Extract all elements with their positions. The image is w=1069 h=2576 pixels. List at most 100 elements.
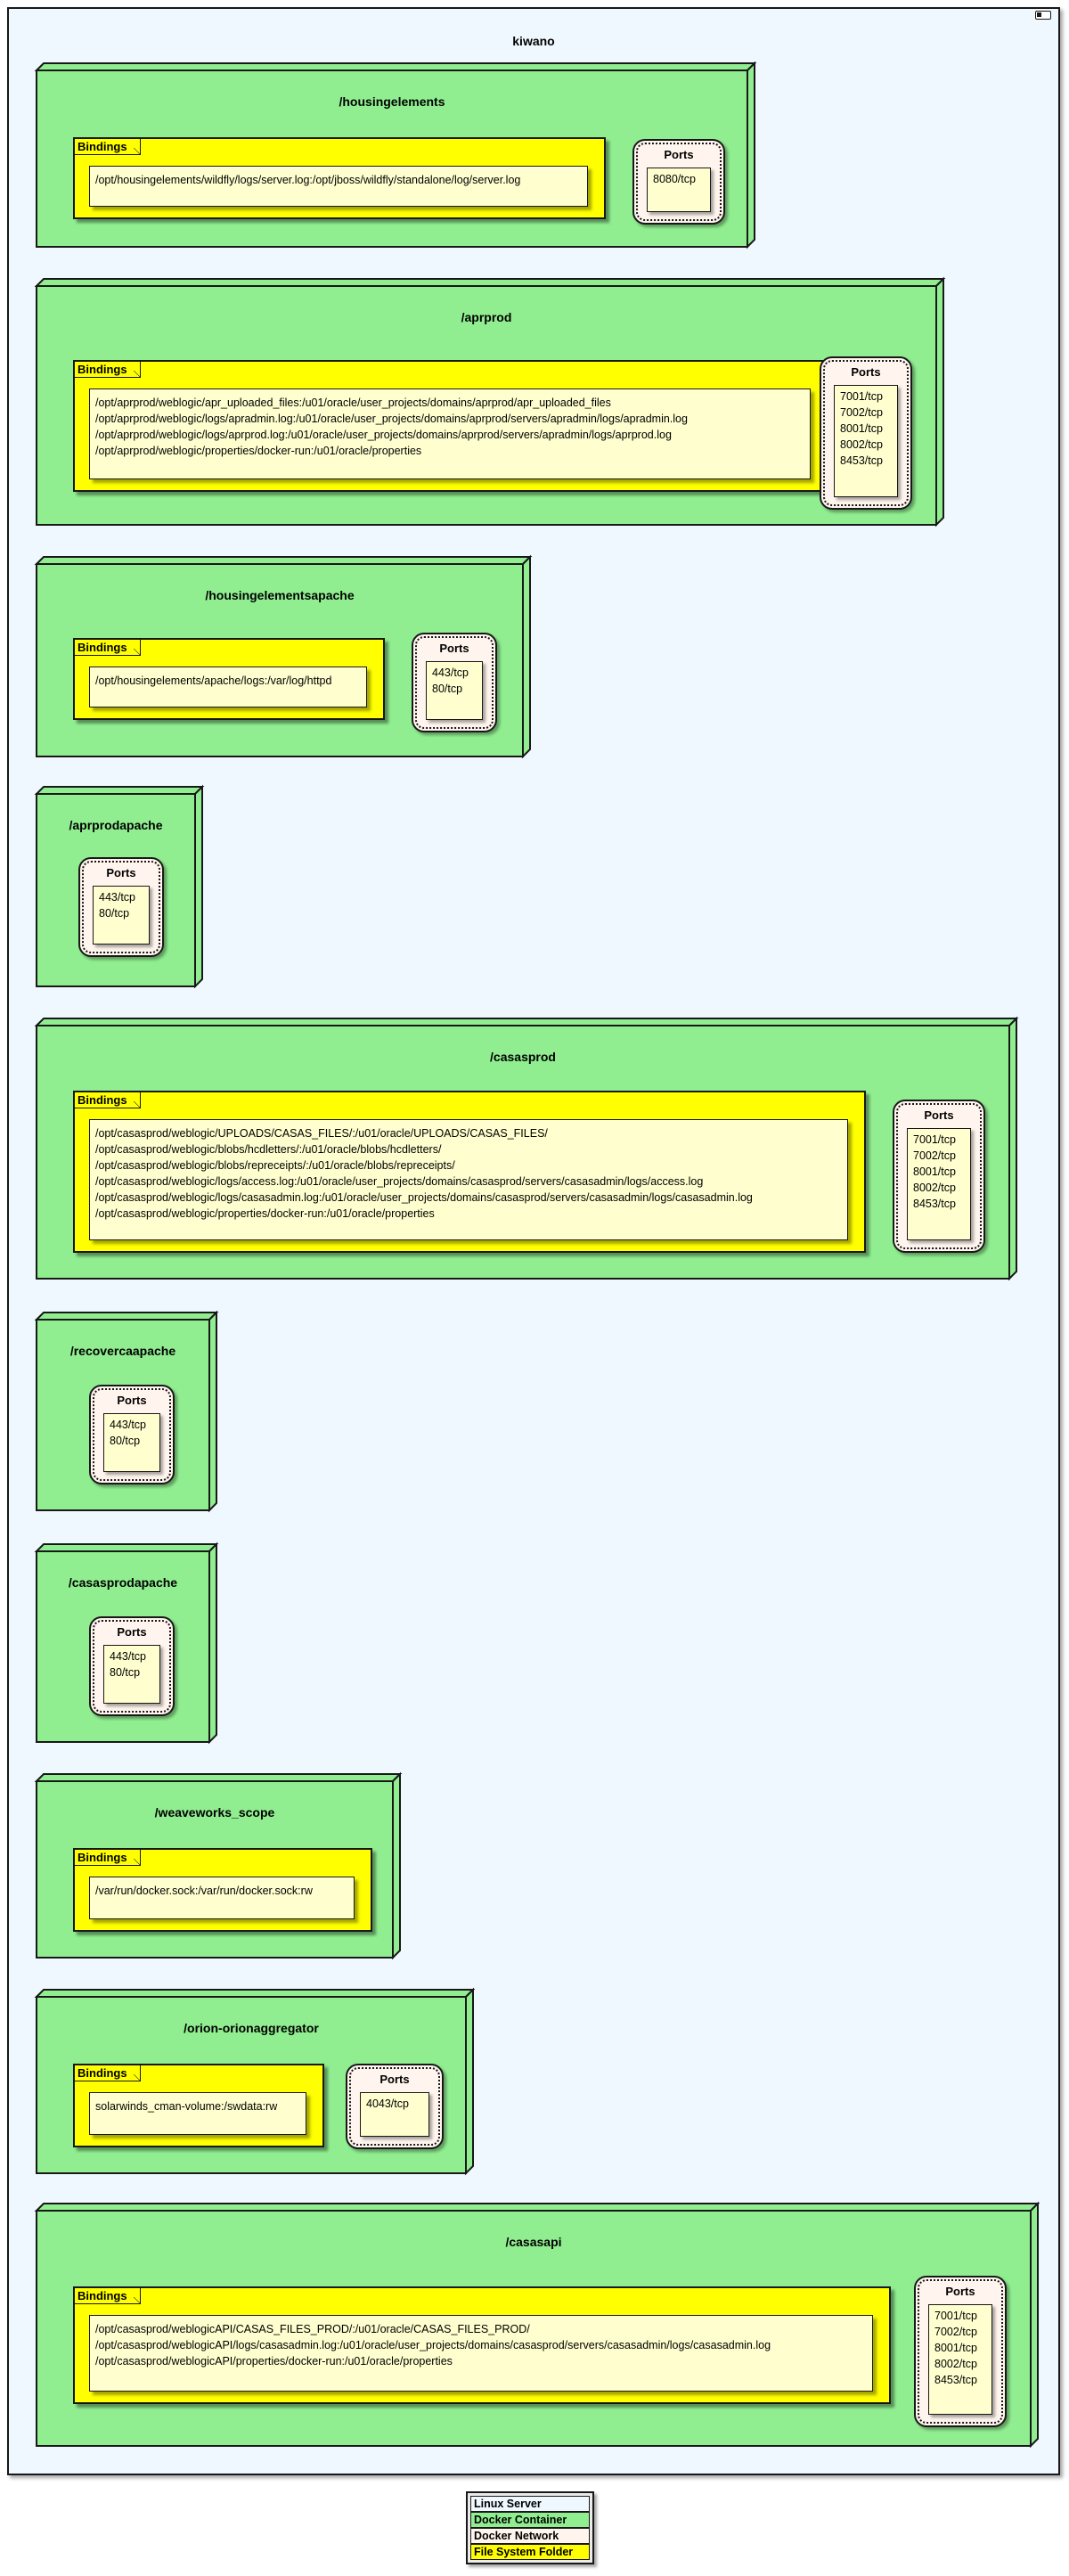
ports-label: Ports — [851, 365, 881, 379]
container-title: /aprprodapache — [69, 818, 163, 832]
ports-label: Ports — [117, 1625, 147, 1639]
container-3d-edges — [34, 1771, 403, 1960]
port-entry: 443/tcp — [110, 1419, 147, 1431]
ports-list: 4043/tcp — [360, 2092, 429, 2137]
ports-label: Ports — [379, 2073, 410, 2086]
bindings-folder: Bindings/opt/housingelements/apache/logs… — [73, 638, 385, 720]
binding-path: /opt/aprprod/weblogic/properties/docker-… — [95, 445, 422, 457]
bindings-folder: Bindings/opt/housingelements/wildfly/log… — [73, 137, 606, 219]
container-3d-edges — [34, 1016, 1019, 1281]
ports-label: Ports — [664, 148, 694, 161]
port-entry: 8453/tcp — [840, 454, 883, 467]
binding-path: solarwinds_cman-volume:/swdata:rw — [95, 2100, 278, 2113]
container-title: /housingelementsapache — [205, 588, 355, 602]
container-title: /casasprod — [490, 1050, 556, 1064]
bindings-folder: Bindings/opt/aprprod/weblogic/apr_upload… — [73, 360, 828, 492]
binding-path: /opt/aprprod/weblogic/apr_uploaded_files… — [95, 397, 611, 409]
binding-path: /var/run/docker.sock:/var/run/docker.soc… — [95, 1885, 313, 1897]
bindings-list: /opt/housingelements/apache/logs:/var/lo… — [89, 666, 367, 707]
port-entry: 7002/tcp — [934, 2326, 977, 2338]
port-entry: 7001/tcp — [913, 1133, 956, 1146]
container-title: /recovercaapache — [69, 1344, 176, 1358]
container-title: /weaveworks_scope — [154, 1805, 275, 1820]
ports-network: Ports 443/tcp 80/tcp — [89, 1616, 175, 1716]
ports-label: Ports — [924, 1108, 954, 1122]
binding-path: /opt/casasprod/weblogicAPI/properties/do… — [95, 2355, 453, 2367]
container-3d-edges — [34, 1987, 476, 2176]
port-entry: 80/tcp — [110, 1666, 141, 1679]
port-entry: 8002/tcp — [840, 438, 883, 451]
ports-network: Ports 8080/tcp — [632, 139, 725, 225]
container-title: /housingelements — [339, 94, 445, 109]
ports-label: Ports — [439, 642, 469, 655]
ports-list: 443/tcp 80/tcp — [103, 1413, 160, 1472]
ports-list: 8080/tcp — [647, 168, 711, 212]
bindings-label: Bindings — [75, 1850, 141, 1866]
port-entry: 8453/tcp — [913, 1198, 956, 1210]
binding-path: /opt/housingelements/apache/logs:/var/lo… — [95, 675, 332, 687]
port-entry: 8001/tcp — [913, 1165, 956, 1178]
port-entry: 8453/tcp — [934, 2374, 977, 2386]
port-entry: 443/tcp — [110, 1650, 147, 1663]
bindings-label: Bindings — [75, 1092, 141, 1108]
ports-label: Ports — [117, 1394, 147, 1407]
port-entry: 443/tcp — [99, 891, 136, 904]
bindings-list: /opt/aprprod/weblogic/apr_uploaded_files… — [89, 388, 811, 479]
binding-path: /opt/casasprod/weblogicAPI/CASAS_FILES_P… — [95, 2323, 530, 2335]
legend: Linux Server Docker Container Docker Net… — [466, 2491, 594, 2564]
binding-path: /opt/casasprod/weblogic/logs/access.log:… — [95, 1175, 704, 1188]
binding-path: /opt/housingelements/wildfly/logs/server… — [95, 174, 521, 186]
container-title: /casasprodapache — [68, 1575, 178, 1590]
port-entry: 7002/tcp — [913, 1149, 956, 1162]
bindings-folder: Bindings/var/run/docker.sock:/var/run/do… — [73, 1848, 372, 1932]
port-entry: 80/tcp — [110, 1435, 141, 1447]
bindings-list: solarwinds_cman-volume:/swdata:rw — [89, 2092, 306, 2135]
container-title: /casasapi — [505, 2235, 562, 2249]
bindings-label: Bindings — [75, 2288, 141, 2304]
bindings-label: Bindings — [75, 139, 141, 155]
port-entry: 8002/tcp — [934, 2358, 977, 2370]
legend-docker-container: Docker Container — [470, 2512, 590, 2528]
bindings-list: /opt/casasprod/weblogicAPI/CASAS_FILES_P… — [89, 2315, 873, 2392]
component-icon — [1035, 11, 1051, 20]
ports-network: Ports 443/tcp 80/tcp — [89, 1385, 175, 1484]
container-3d-edges — [34, 61, 757, 249]
binding-path: /opt/aprprod/weblogic/logs/apradmin.log:… — [95, 413, 688, 425]
port-entry: 7002/tcp — [840, 406, 883, 419]
server-title: kiwano — [512, 34, 555, 48]
bindings-folder: Bindings/opt/casasprod/weblogic/UPLOADS/… — [73, 1091, 866, 1253]
binding-path: /opt/casasprod/weblogic/logs/casasadmin.… — [95, 1191, 753, 1204]
port-entry: 8001/tcp — [934, 2342, 977, 2354]
ports-network: Ports 4043/tcp — [346, 2064, 444, 2149]
ports-list: 443/tcp 80/tcp — [103, 1645, 160, 1704]
bindings-list: /opt/housingelements/wildfly/logs/server… — [89, 166, 588, 207]
ports-label: Ports — [106, 866, 136, 879]
legend-linux-server: Linux Server — [470, 2496, 590, 2512]
legend-docker-network: Docker Network — [470, 2528, 590, 2544]
binding-path: /opt/aprprod/weblogic/logs/aprprod.log:/… — [95, 429, 672, 441]
